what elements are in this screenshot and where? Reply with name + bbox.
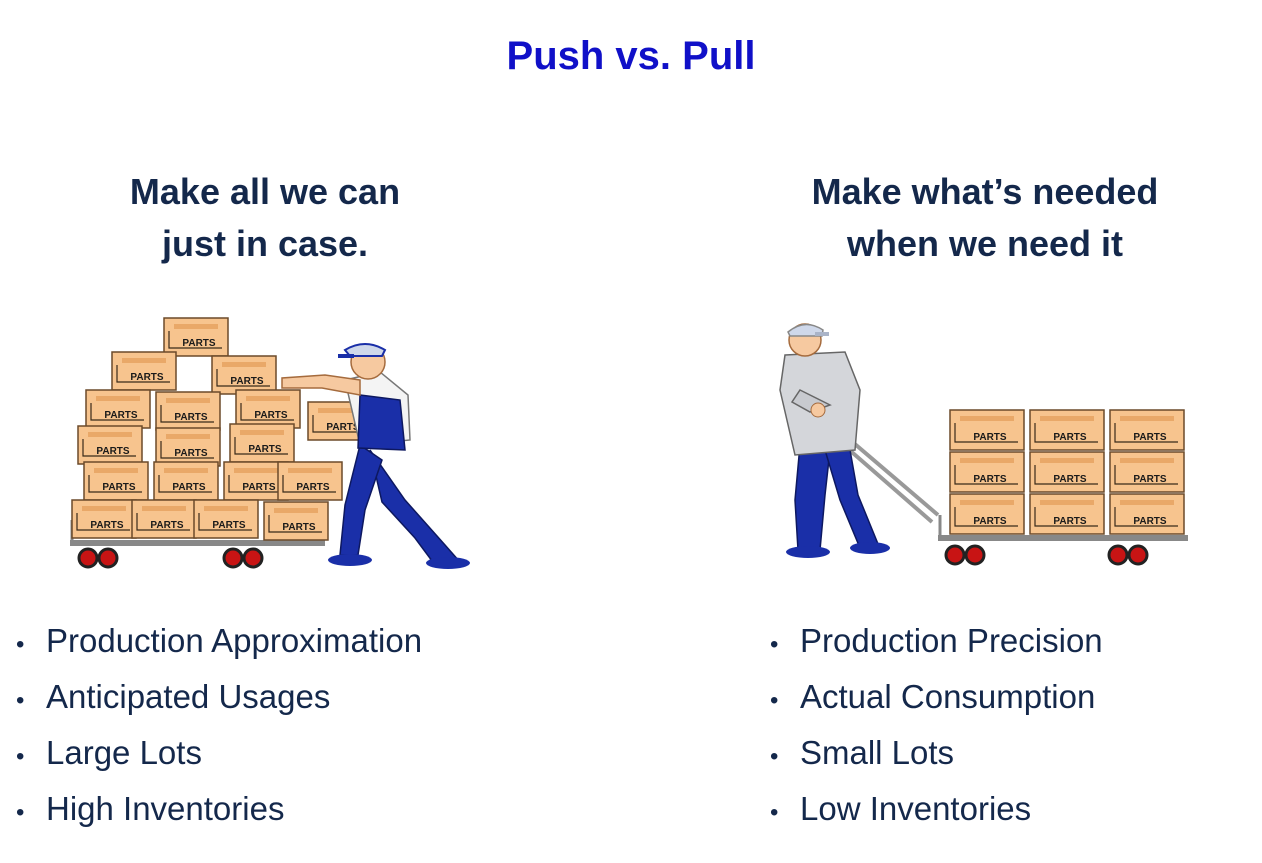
svg-text:PARTS: PARTS: [104, 410, 137, 421]
pull-bullet-item: • Actual Consumption: [770, 669, 1103, 725]
svg-text:PARTS: PARTS: [90, 520, 123, 531]
pull-worker-cart-clipart: PARTS PARTS PARTS PARTS PARTS PARTS PARTS PARTS…: [779, 323, 1188, 566]
svg-text:PARTS: PARTS: [182, 338, 215, 349]
pull-heading: Make what’s needed when we need it: [760, 166, 1210, 270]
parts-box: PARTS: [83, 461, 149, 501]
parts-box: PARTS: [153, 461, 219, 501]
push-heading-line-2: just in case.: [161, 223, 369, 264]
svg-text:PARTS: PARTS: [212, 520, 245, 531]
push-bullet-text: Large Lots: [46, 734, 202, 771]
pull-illustration: PARTS PARTS PARTS PARTS PARTS PARTS PARTS PARTS…: [760, 310, 1200, 580]
parts-box: PARTS: [193, 499, 259, 539]
svg-text:PARTS: PARTS: [973, 474, 1006, 485]
parts-box: PARTS: [71, 499, 137, 539]
pull-heading-line-2: when we need it: [846, 223, 1124, 264]
parts-box: PARTS: [155, 427, 221, 467]
svg-text:PARTS: PARTS: [248, 444, 281, 455]
svg-text:PARTS: PARTS: [973, 516, 1006, 527]
parts-box: PARTS: [235, 389, 301, 429]
pull-worker: [779, 323, 890, 558]
svg-text:PARTS: PARTS: [296, 482, 329, 493]
svg-text:PARTS: PARTS: [130, 372, 163, 383]
parts-box: PARTS: [111, 351, 177, 391]
svg-text:PARTS: PARTS: [254, 410, 287, 421]
bullet-icon: •: [16, 799, 25, 826]
parts-box: PARTS: [277, 461, 343, 501]
push-bullet-item: • High Inventories: [16, 781, 422, 837]
push-bullet-item: • Anticipated Usages: [16, 669, 422, 725]
push-worker-cart-clipart: PARTS PARTS PARTS PARTS PARTS PARTS PARTS PARTS…: [70, 317, 470, 569]
pull-heading-line-1: Make what’s needed: [811, 171, 1159, 212]
svg-text:PARTS: PARTS: [973, 432, 1006, 443]
bullet-icon: •: [16, 687, 25, 714]
pull-bullet-item: • Low Inventories: [770, 781, 1103, 837]
parts-box: PARTS: [949, 451, 1025, 493]
bullet-icon: •: [770, 631, 779, 658]
svg-text:PARTS: PARTS: [174, 412, 207, 423]
push-bullet-list: • Production Approximation • Anticipated U…: [16, 613, 422, 837]
svg-text:PARTS: PARTS: [102, 482, 135, 493]
pull-box-stack: PARTS PARTS PARTS PARTS PARTS PARTS PARTS PARTS…: [949, 409, 1185, 535]
svg-text:PARTS: PARTS: [96, 446, 129, 457]
parts-box: PARTS: [229, 423, 295, 463]
svg-text:PARTS: PARTS: [174, 448, 207, 459]
push-illustration: PARTS PARTS PARTS PARTS PARTS PARTS PARTS PARTS…: [60, 310, 480, 580]
push-bullet-text: High Inventories: [46, 790, 285, 827]
parts-box: PARTS: [1029, 493, 1105, 535]
pull-bullet-item: • Small Lots: [770, 725, 1103, 781]
svg-text:PARTS: PARTS: [1053, 432, 1086, 443]
bullet-icon: •: [16, 631, 25, 658]
parts-box: PARTS: [131, 499, 197, 539]
cart-wheels: [944, 544, 1149, 566]
parts-box: PARTS: [1109, 493, 1185, 535]
push-bullet-text: Anticipated Usages: [46, 678, 331, 715]
pull-bullet-text: Production Precision: [800, 622, 1103, 659]
parts-box: PARTS: [263, 501, 329, 541]
parts-box: PARTS: [85, 389, 151, 429]
slide-title: Push vs. Pull: [506, 34, 756, 78]
parts-box: PARTS: [1029, 451, 1105, 493]
parts-box: PARTS: [949, 409, 1025, 451]
bullet-icon: •: [770, 687, 779, 714]
svg-text:PARTS: PARTS: [1053, 516, 1086, 527]
svg-text:PARTS: PARTS: [242, 482, 275, 493]
push-box-stack: PARTS PARTS PARTS PARTS PARTS PARTS PARTS PARTS…: [71, 317, 373, 541]
bullet-icon: •: [16, 743, 25, 770]
cart-deck: [70, 540, 325, 546]
push-bullet-text: Production Approximation: [46, 622, 423, 659]
bullet-icon: •: [770, 799, 779, 826]
parts-box: PARTS: [211, 355, 277, 395]
parts-box: PARTS: [1109, 409, 1185, 451]
parts-box: PARTS: [163, 317, 229, 357]
parts-box: PARTS: [1029, 409, 1105, 451]
parts-box: PARTS: [1109, 451, 1185, 493]
push-bullet-item: • Production Approximation: [16, 613, 422, 669]
pull-bullet-text: Actual Consumption: [800, 678, 1096, 715]
push-bullet-item: • Large Lots: [16, 725, 422, 781]
parts-box: PARTS: [949, 493, 1025, 535]
pull-bullet-item: • Production Precision: [770, 613, 1103, 669]
push-heading: Make all we can just in case.: [60, 166, 470, 270]
svg-text:PARTS: PARTS: [1133, 474, 1166, 485]
push-worker: [281, 343, 470, 569]
pull-bullet-list: • Production Precision • Actual Consumptio…: [770, 613, 1103, 837]
pull-bullet-text: Low Inventories: [800, 790, 1032, 827]
cart-deck: [938, 535, 1188, 541]
svg-text:PARTS: PARTS: [282, 522, 315, 533]
svg-text:PARTS: PARTS: [1133, 516, 1166, 527]
svg-text:PARTS: PARTS: [1053, 474, 1086, 485]
svg-text:PARTS: PARTS: [230, 376, 263, 387]
cart-wheels: [77, 547, 264, 569]
svg-text:PARTS: PARTS: [326, 422, 359, 433]
pull-bullet-text: Small Lots: [800, 734, 955, 771]
bullet-icon: •: [770, 743, 779, 770]
svg-text:PARTS: PARTS: [150, 520, 183, 531]
svg-text:PARTS: PARTS: [1133, 432, 1166, 443]
svg-text:PARTS: PARTS: [172, 482, 205, 493]
push-heading-line-1: Make all we can: [129, 171, 401, 212]
parts-box: PARTS: [77, 425, 143, 465]
parts-box: PARTS: [155, 391, 221, 431]
